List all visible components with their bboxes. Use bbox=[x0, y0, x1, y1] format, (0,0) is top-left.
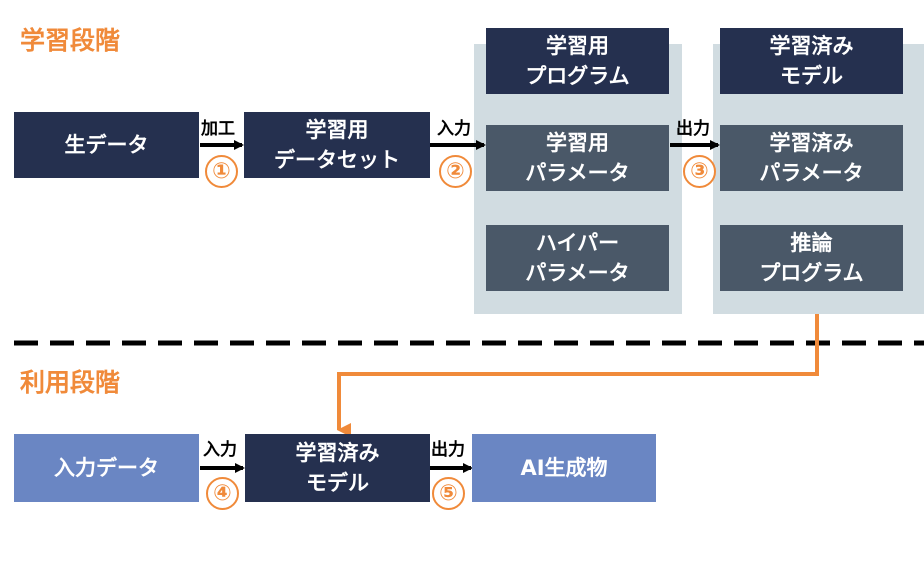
edge-label-output: 出力 bbox=[676, 119, 710, 139]
trained-model-line1: 学習済み bbox=[769, 34, 854, 58]
trained-parameters-box: 学習済み パラメータ bbox=[720, 125, 903, 191]
training-parameters-line1: 学習用 bbox=[546, 131, 609, 155]
hyperparameters-line2: パラメータ bbox=[525, 261, 630, 285]
trained-parameters-line1: 学習済み bbox=[769, 131, 854, 155]
usage-trained-model-box: 学習済み モデル bbox=[245, 434, 430, 502]
step-3-marker: ③ bbox=[683, 155, 716, 188]
learning-stage-title: 学習段階 bbox=[20, 26, 121, 55]
trained-model-line2: モデル bbox=[780, 64, 843, 88]
inference-program-line1: 推論 bbox=[790, 231, 833, 255]
edge-label-input: 入力 bbox=[437, 119, 471, 139]
edge-label-process: 加工 bbox=[201, 119, 235, 139]
input-data-box: 入力データ bbox=[14, 434, 199, 502]
usage-edge-label-output: 出力 bbox=[431, 440, 465, 460]
raw-data-label: 生データ bbox=[64, 133, 149, 157]
trained-model-box: 学習済み モデル bbox=[720, 28, 903, 94]
usage-stage-title: 利用段階 bbox=[20, 368, 121, 397]
usage-edge-label-input: 入力 bbox=[203, 440, 237, 460]
raw-data-box: 生データ bbox=[14, 112, 199, 178]
input-data-label: 入力データ bbox=[54, 456, 159, 480]
training-program-line1: 学習用 bbox=[546, 34, 609, 58]
usage-trained-model-line1: 学習済み bbox=[295, 441, 380, 465]
training-program-line2: プログラム bbox=[525, 64, 630, 88]
training-program-box: 学習用 プログラム bbox=[486, 28, 669, 94]
usage-trained-model-line2: モデル bbox=[306, 471, 369, 495]
step-1-marker: ① bbox=[205, 155, 238, 188]
trained-model-transfer-arrow bbox=[337, 314, 819, 437]
training-dataset-line2: データセット bbox=[274, 148, 400, 172]
training-parameters-line2: パラメータ bbox=[525, 161, 630, 185]
step-2-marker: ② bbox=[439, 155, 472, 188]
training-parameters-box: 学習用 パラメータ bbox=[486, 125, 669, 191]
hyperparameters-box: ハイパー パラメータ bbox=[486, 225, 669, 291]
training-dataset-box: 学習用 データセット bbox=[244, 112, 430, 178]
trained-parameters-line2: パラメータ bbox=[759, 161, 864, 185]
inference-program-box: 推論 プログラム bbox=[720, 225, 903, 291]
hyperparameters-line1: ハイパー bbox=[535, 231, 620, 255]
training-dataset-line1: 学習用 bbox=[305, 118, 369, 142]
step-5-marker: ⑤ bbox=[432, 477, 465, 510]
step-4-marker: ④ bbox=[206, 477, 239, 510]
ai-output-label: AI生成物 bbox=[520, 456, 608, 480]
inference-program-line2: プログラム bbox=[759, 261, 864, 285]
ai-output-box: AI生成物 bbox=[472, 434, 656, 502]
